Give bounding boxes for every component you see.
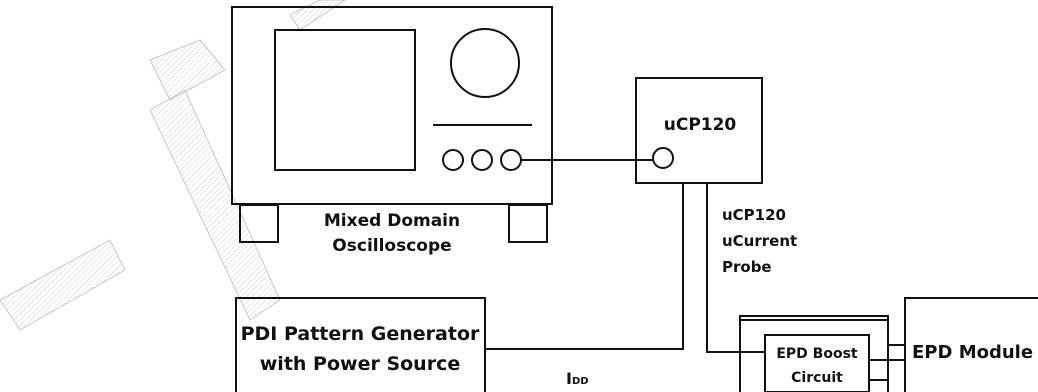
pattern-generator-box xyxy=(235,297,486,392)
boost-outer-frame xyxy=(739,315,889,392)
probe-unit xyxy=(635,77,763,184)
probe-lead-to-generator xyxy=(485,183,684,350)
probe-unit-label: uCP120 xyxy=(664,115,737,135)
probe-unit-connector xyxy=(652,147,674,169)
oscilloscope-label-line1: Mixed Domain xyxy=(324,211,460,231)
boost-wire-bottom xyxy=(869,379,889,392)
pattern-generator-line2: with Power Source xyxy=(260,353,460,375)
oscilloscope-foot-right xyxy=(508,204,548,243)
oscilloscope-channel-2 xyxy=(471,149,493,171)
current-label-subscript: DD xyxy=(572,376,589,387)
probe-leads xyxy=(485,183,765,353)
probe-lead-to-boost xyxy=(706,183,765,353)
current-label: IDD xyxy=(566,369,589,388)
oscilloscope-foot-left xyxy=(239,204,279,243)
boost-circuit-line1: EPD Boost xyxy=(776,346,858,362)
oscilloscope-knob xyxy=(450,28,520,98)
oscilloscope-screen xyxy=(274,29,416,171)
oscilloscope-body xyxy=(231,6,553,205)
epd-module-label: EPD Module xyxy=(912,342,1033,363)
pattern-generator-line1: PDI Pattern Generator xyxy=(241,323,480,345)
boost-wire-top xyxy=(740,319,905,346)
boost-circuit-line2: Circuit xyxy=(791,370,843,386)
oscilloscope xyxy=(231,6,553,243)
oscilloscope-channel-3 xyxy=(500,149,522,171)
oscilloscope-label-line2: Oscilloscope xyxy=(332,236,451,256)
probe-caption-line1: uCP120 xyxy=(722,206,786,224)
watermark-graphic xyxy=(0,0,346,331)
probe-caption-line3: Probe xyxy=(722,258,772,276)
probe-caption-line2: uCurrent xyxy=(722,232,797,250)
current-label-main: I xyxy=(566,369,572,388)
oscilloscope-channel-1 xyxy=(442,149,464,171)
boost-circuit-box xyxy=(764,334,870,392)
boost-wiring xyxy=(739,315,905,392)
epd-module-box xyxy=(904,297,1038,392)
probe-unit-box xyxy=(635,77,763,184)
